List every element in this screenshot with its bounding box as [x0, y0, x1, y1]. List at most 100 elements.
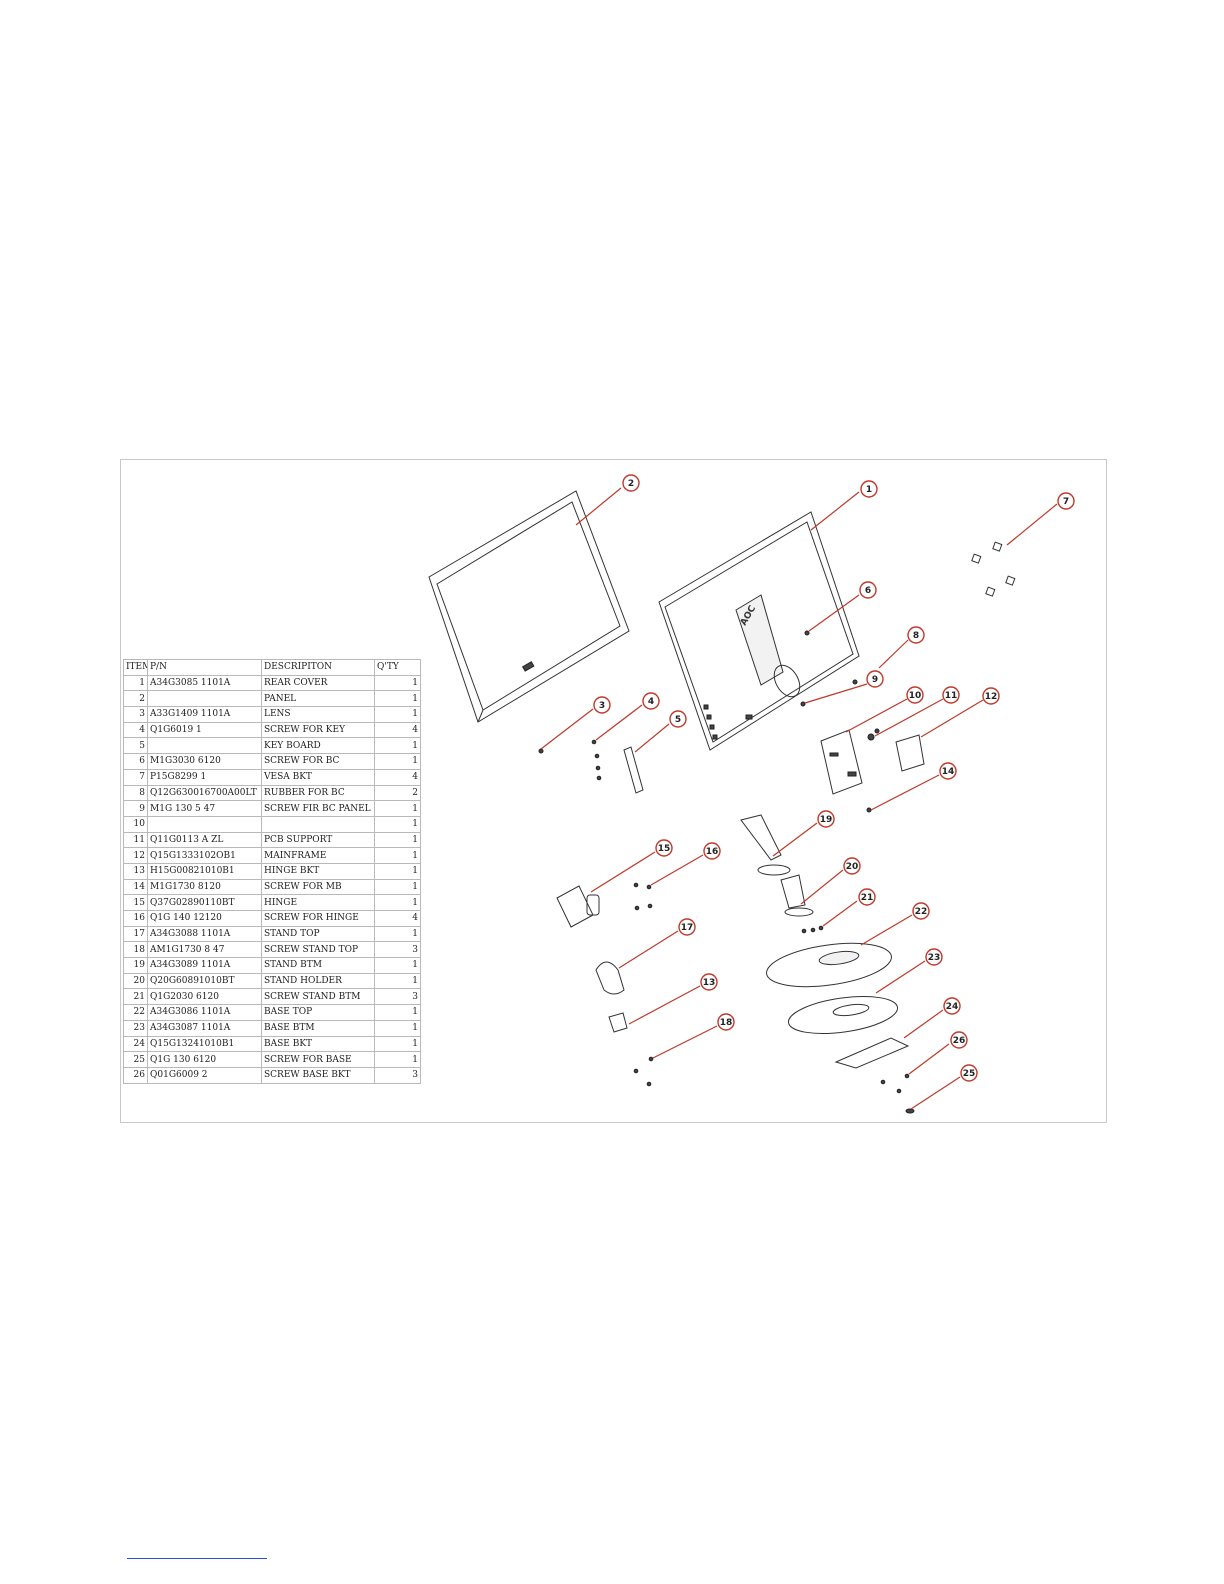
- row-quantity: 1: [374, 878, 421, 896]
- base-bracket-part: [834, 1037, 910, 1069]
- callout-8: 8: [907, 626, 925, 644]
- row-part-number: Q12G630016700A00LT: [147, 784, 262, 802]
- row-quantity: 4: [374, 910, 421, 927]
- svg-text:21: 21: [861, 893, 874, 903]
- row-quantity: 3: [374, 941, 421, 959]
- callout-21: 21: [858, 888, 876, 906]
- row-part-number: [147, 815, 262, 833]
- callout-17: 17: [678, 918, 696, 936]
- row-description: SCREW FOR BC: [261, 753, 375, 770]
- svg-text:1: 1: [866, 485, 872, 495]
- stand-bottom-part: [740, 814, 791, 876]
- callout-13: 13: [700, 973, 718, 991]
- svg-text:18: 18: [720, 1018, 733, 1028]
- row-part-number: A34G3085 1101A: [147, 674, 262, 692]
- row-item-number: 20: [123, 972, 148, 990]
- svg-text:17: 17: [681, 923, 694, 933]
- callout-15: 15: [655, 839, 673, 857]
- callout-23: 23: [925, 948, 943, 966]
- row-quantity: 1: [374, 1051, 421, 1068]
- mainframe-part: [895, 734, 925, 772]
- row-item-number: 10: [123, 815, 148, 833]
- svg-text:5: 5: [675, 715, 681, 725]
- footer-link-underline: [127, 1558, 267, 1559]
- svg-text:7: 7: [1063, 497, 1069, 507]
- row-part-number: M1G3030 6120: [147, 753, 262, 770]
- callout-16: 16: [703, 842, 721, 860]
- callout-24: 24: [943, 997, 961, 1015]
- callout-22: 22: [912, 902, 930, 920]
- row-item-number: 9: [123, 800, 148, 817]
- row-part-number: A33G1409 1101A: [147, 706, 262, 723]
- row-part-number: M1G1730 8120: [147, 878, 262, 896]
- hinge-part: [556, 885, 628, 1033]
- row-description: MAINFRAME: [261, 847, 375, 864]
- row-description: KEY BOARD: [261, 737, 375, 755]
- row-description: SCREW BASE BKT: [261, 1066, 375, 1084]
- row-quantity: 1: [374, 972, 421, 990]
- callout-5: 5: [669, 710, 687, 728]
- row-item-number: 15: [123, 894, 148, 911]
- row-item-number: 3: [123, 706, 148, 723]
- row-description: SCREW FIR BC PANEL: [261, 800, 375, 817]
- row-description: RUBBER FOR BC: [261, 784, 375, 802]
- key-board-part: [623, 746, 644, 794]
- row-part-number: Q1G 130 6120: [147, 1051, 262, 1068]
- row-part-number: Q1G2030 6120: [147, 988, 262, 1006]
- row-part-number: AM1G1730 8 47: [147, 941, 262, 959]
- svg-text:24: 24: [946, 1002, 959, 1012]
- callout-14: 14: [939, 762, 957, 780]
- svg-text:13: 13: [703, 978, 716, 988]
- exploded-view-diagram: AOC: [428, 474, 1075, 1114]
- row-item-number: 11: [123, 831, 148, 849]
- base-bottom-part: [787, 996, 899, 1034]
- svg-text:10: 10: [909, 691, 922, 701]
- row-part-number: Q11G0113 A ZL: [147, 831, 262, 849]
- row-part-number: M1G 130 5 47: [147, 800, 262, 817]
- row-quantity: 1: [374, 831, 421, 849]
- row-description: SCREW STAND TOP: [261, 941, 375, 959]
- callout-12: 12: [982, 687, 1000, 705]
- row-item-number: 23: [123, 1019, 148, 1037]
- row-quantity: 1: [374, 674, 421, 692]
- row-part-number: A34G3089 1101A: [147, 957, 262, 974]
- svg-text:19: 19: [820, 815, 833, 825]
- row-quantity: 1: [374, 815, 421, 833]
- row-item-number: 8: [123, 784, 148, 802]
- row-description: SCREW STAND BTM: [261, 988, 375, 1006]
- row-item-number: 21: [123, 988, 148, 1006]
- parts-list-row: 10 1: [123, 815, 421, 833]
- row-item-number: 5: [123, 737, 148, 755]
- row-item-number: 7: [123, 768, 148, 786]
- svg-text:20: 20: [846, 862, 859, 872]
- row-quantity: 1: [374, 894, 421, 911]
- row-description: [261, 815, 375, 833]
- header-quantity: Q'TY: [374, 659, 421, 676]
- row-description: SCREW FOR MB: [261, 878, 375, 896]
- row-item-number: 17: [123, 925, 148, 943]
- svg-text:3: 3: [599, 701, 605, 711]
- svg-text:11: 11: [945, 691, 958, 701]
- row-quantity: 1: [374, 862, 421, 880]
- row-part-number: Q37G02890110BT: [147, 894, 262, 911]
- row-description: SCREW FOR BASE: [261, 1051, 375, 1068]
- row-quantity: 4: [374, 721, 421, 739]
- row-part-number: P15G8299 1: [147, 768, 262, 786]
- pcb-support-parts: [820, 729, 875, 795]
- callout-7: 7: [1057, 492, 1075, 510]
